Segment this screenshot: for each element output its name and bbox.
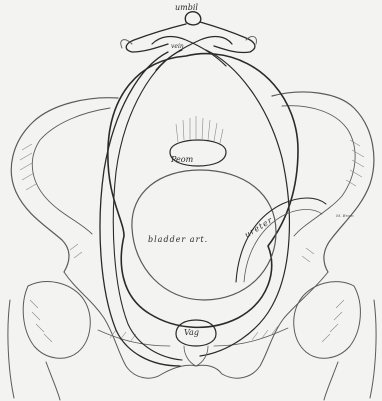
label-vag: Vag	[184, 328, 199, 337]
pubic-arch	[162, 365, 222, 374]
left-femur	[8, 300, 60, 400]
cervix-tuft	[176, 116, 223, 143]
vagina-lines	[184, 346, 208, 366]
cord-vessel-left-inner	[113, 50, 182, 360]
right-iliac-wing	[272, 92, 374, 272]
cord-vessel-right	[200, 50, 289, 356]
label-bladder-art: bladder art.	[148, 235, 208, 244]
umbilical-crossing-2	[152, 37, 226, 66]
label-peom: Peom	[171, 155, 193, 164]
label-vein: vein	[171, 43, 184, 50]
umbilical-flourish	[121, 37, 257, 48]
label-umbil: umbil	[175, 3, 198, 12]
artist-signature: M. Brom	[336, 213, 354, 218]
left-ischium	[64, 272, 162, 378]
left-femoral-head	[23, 282, 90, 359]
left-iliac-inner	[32, 108, 110, 234]
umbilicus-knot	[185, 12, 201, 25]
ureter-line	[236, 198, 326, 282]
cord-vessel-left-outer	[100, 52, 180, 366]
uterus-outline	[108, 54, 298, 328]
right-femur	[324, 300, 376, 400]
right-femoral-head	[294, 282, 361, 359]
umbilical-crossing	[156, 37, 232, 70]
